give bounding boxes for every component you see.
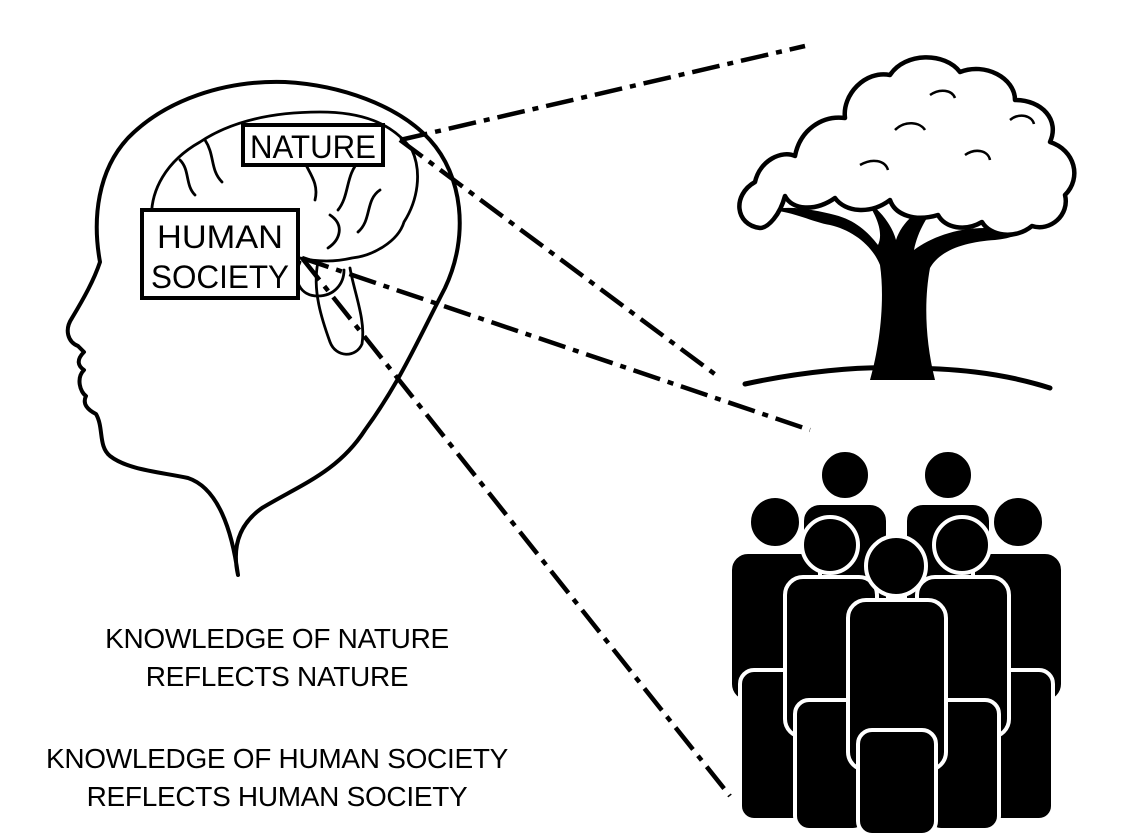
tree-canopy-detail <box>859 89 1036 171</box>
society-caption-line2: REFLECTS HUMAN SOCIETY <box>86 781 468 812</box>
person-center <box>846 534 948 837</box>
tree-canopy <box>737 55 1077 237</box>
nature-line-upper <box>399 43 806 143</box>
society-caption: KNOWLEDGE OF HUMAN SOCIETY REFLECTS HUMA… <box>0 740 554 816</box>
society-line-lower <box>300 256 732 798</box>
human-society-label-box: HUMAN SOCIETY <box>140 208 300 300</box>
tree-trunk <box>770 200 1045 380</box>
nature-caption: KNOWLEDGE OF NATURE REFLECTS NATURE <box>0 620 554 696</box>
brain-fold <box>178 138 382 250</box>
nature-label: NATURE <box>250 129 376 165</box>
society-line-upper <box>301 255 811 433</box>
human-society-label-line2: SOCIETY <box>151 259 289 295</box>
society-caption-line1: KNOWLEDGE OF HUMAN SOCIETY <box>45 743 509 774</box>
tree-icon <box>737 55 1077 391</box>
tree-ground <box>742 365 1053 391</box>
nature-caption-line2: REFLECTS NATURE <box>145 661 409 692</box>
projection-lines <box>300 43 811 798</box>
brainstem <box>314 260 365 356</box>
nature-line-lower <box>398 138 722 380</box>
nature-caption-line1: KNOWLEDGE OF NATURE <box>105 623 449 654</box>
crowd-icon <box>728 448 1065 837</box>
human-society-label-line1: HUMAN <box>157 219 283 255</box>
head-outline <box>65 79 462 577</box>
nature-label-box: NATURE <box>241 123 385 167</box>
